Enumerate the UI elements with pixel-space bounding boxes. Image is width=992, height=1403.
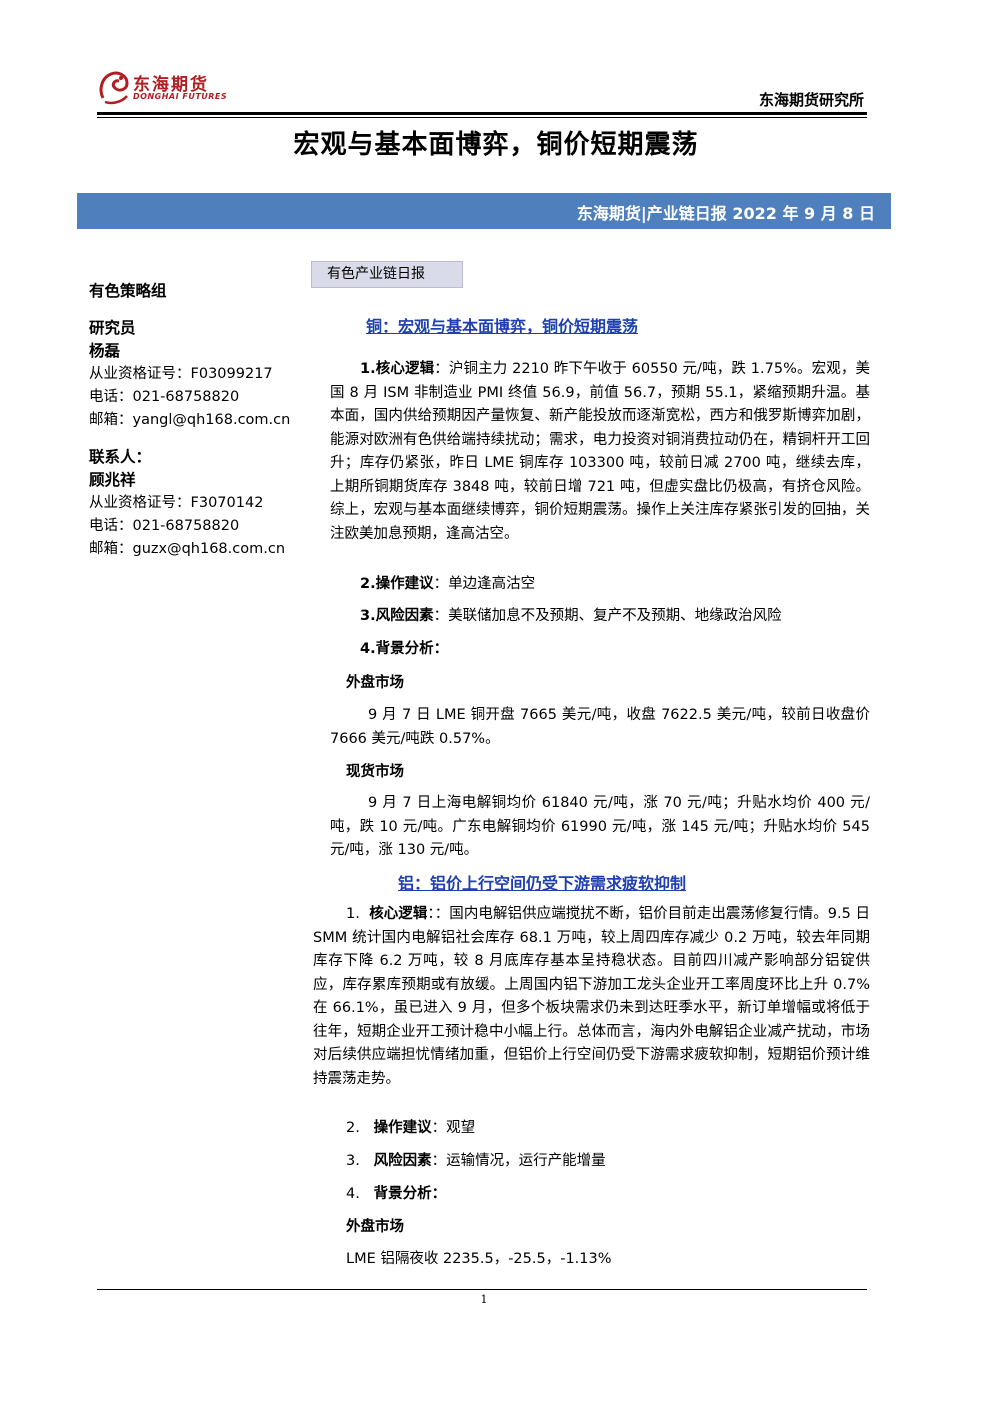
copper-advice-text: ：单边逢高沽空 [433,576,536,592]
aluminum-logic-number: 1. [346,906,360,922]
copper-advice: 2.操作建议：单边逢高沽空 [360,573,535,597]
author-sidebar: 有色策略组 研究员 杨磊 从业资格证号：F03099217 电话：021-687… [89,280,319,561]
dragon-logo-icon [99,71,129,105]
aluminum-foreign-market-text: LME 铝隔夜收 2235.5，-25.5，-1.13% [346,1251,612,1267]
copper-risk: 3.风险因素：美联储加息不及预期、复产不及预期、地缘政治风险 [360,605,782,629]
copper-foreign-market-label: 外盘市场 [346,675,404,691]
contact-license: 从业资格证号：F3070142 [89,495,264,511]
aluminum-logic-paragraph: 1. 核心逻辑：：国内电解铝供应端搅扰不断，铝价目前走出震荡修复行情。9.5 日… [313,903,870,1091]
contact-label: 联系人： [89,448,152,466]
researcher-name: 杨磊 [89,342,121,360]
contact-email: 邮箱：guzx@qh168.com.cn [89,541,286,557]
aluminum-risk: 3. 风险因素：运输情况，运行产能增量 [346,1150,606,1174]
report-title: 宏观与基本面博弈，铜价短期震荡 [293,130,699,160]
contact-phone: 电话：021-68758820 [89,518,240,534]
copper-background-label: 4.背景分析： [360,641,449,657]
copper-section-title: 铜：宏观与基本面博弈，铜价短期震荡 [366,317,639,336]
aluminum-background-number: 4. [346,1186,360,1202]
aluminum-advice-number: 2. [346,1120,360,1136]
category-tag: 有色产业链日报 [311,261,463,288]
copper-advice-label: 2.操作建议 [360,576,434,592]
aluminum-advice: 2. 操作建议：观望 [346,1117,475,1141]
banner-text: 东海期货|产业链日报 2022 年 9 月 8 日 [576,204,875,223]
researcher-label: 研究员 [89,319,136,337]
page-number: 1 [480,1293,488,1306]
researcher-license: 从业资格证号：F03099217 [89,366,273,382]
footer-rule [97,1289,867,1290]
aluminum-risk-text: ：运输情况，运行产能增量 [431,1153,606,1169]
institute-name: 东海期货研究所 [758,91,864,109]
researcher-email: 邮箱：yangl@qh168.com.cn [89,412,291,428]
copper-logic-label: 1.核心逻辑 [360,361,435,377]
aluminum-logic-text: ：：国内电解铝供应端搅扰不断，铝价目前走出震荡修复行情。9.5 日 SMM 统计… [313,906,871,1087]
aluminum-background-label: 背景分析： [373,1186,447,1202]
aluminum-advice-label: 操作建议 [373,1120,432,1136]
aluminum-logic-label: 核心逻辑 [369,906,428,922]
logo-english: DONGHAI FUTURES [133,92,228,101]
copper-logic-paragraph: 1.核心逻辑：沪铜主力 2210 昨下午收于 60550 元/吨，跌 1.75%… [330,358,870,546]
logo-chinese: 东海期货 [133,75,209,95]
group-name: 有色策略组 [89,282,167,300]
copper-risk-text: ：美联储加息不及预期、复产不及预期、地缘政治风险 [433,608,782,624]
aluminum-background: 4. 背景分析： [346,1183,446,1207]
aluminum-risk-number: 3. [346,1153,360,1169]
copper-foreign-market-text: 9 月 7 日 LME 铜开盘 7665 美元/吨，收盘 7622.5 美元/吨… [330,707,870,747]
aluminum-advice-text: ：观望 [431,1120,476,1136]
header-rule [97,112,867,115]
contact-name: 顾兆祥 [89,471,136,489]
copper-spot-market-label: 现货市场 [346,764,404,780]
aluminum-foreign-market-label: 外盘市场 [346,1219,404,1235]
copper-spot-market-text: 9 月 7 日上海电解铜均价 61840 元/吨，涨 70 元/吨；升贴水均价 … [330,795,870,858]
aluminum-section-title: 铝：铝价上行空间仍受下游需求疲软抑制 [398,874,687,893]
report-banner: 东海期货|产业链日报 2022 年 9 月 8 日 [77,193,891,229]
researcher-phone: 电话：021-68758820 [89,389,240,405]
copper-logic-text: ：沪铜主力 2210 昨下午收于 60550 元/吨，跌 1.75%。宏观，美国… [330,361,870,542]
header-rule-thin [97,117,867,118]
aluminum-risk-label: 风险因素 [373,1153,432,1169]
company-logo: 东海期货 DONGHAI FUTURES [97,68,227,108]
copper-risk-label: 3.风险因素 [360,608,434,624]
